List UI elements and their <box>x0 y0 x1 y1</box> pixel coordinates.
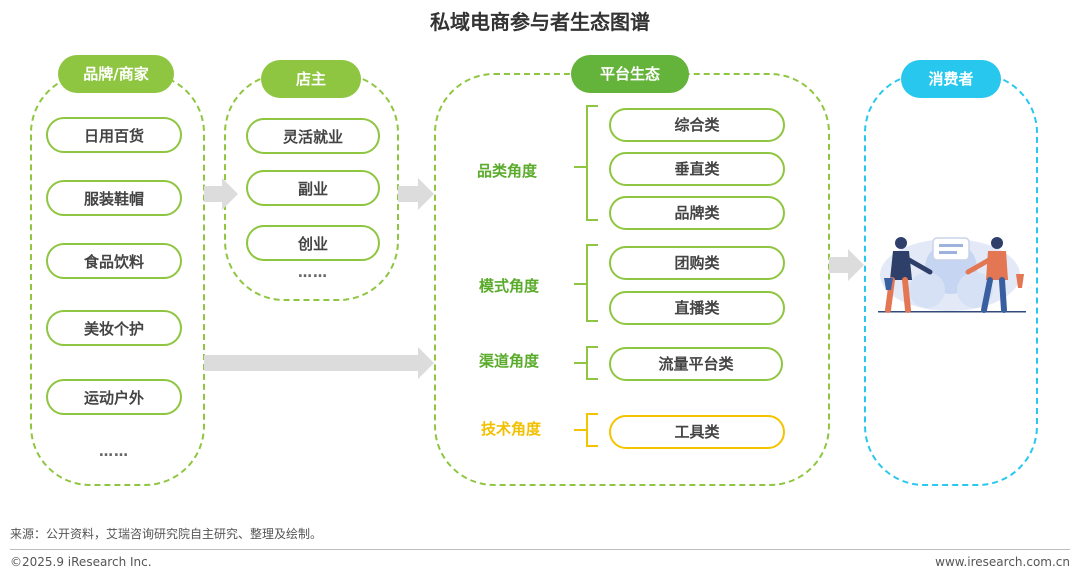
mode-bracket <box>586 244 598 322</box>
brand-item-beauty: 美妆个护 <box>46 310 182 346</box>
brand-item-apparel: 服装鞋帽 <box>46 180 182 216</box>
shop-more: …… <box>298 265 328 281</box>
channel-bracket <box>586 346 598 380</box>
tech-bracket <box>586 413 598 447</box>
tech-bracket-tick <box>574 429 586 431</box>
channel-bracket-tick <box>574 362 586 364</box>
source-note: 来源：公开资料，艾瑞咨询研究院自主研究、整理及绘制。 <box>10 527 323 541</box>
arrow-platform-to-consumer <box>829 249 864 281</box>
category-bracket <box>586 105 598 221</box>
shop-header: 店主 <box>261 60 361 98</box>
category-item-general: 综合类 <box>609 108 785 142</box>
mode-item-groupbuy: 团购类 <box>609 246 785 280</box>
category-item-brand: 品牌类 <box>609 196 785 230</box>
diagram-title: 私域电商参与者生态图谱 <box>430 10 650 34</box>
category-bracket-tick <box>574 166 586 168</box>
brand-header: 品牌/商家 <box>58 55 174 93</box>
brand-item-daily: 日用百货 <box>46 117 182 153</box>
shop-item-side: 副业 <box>246 170 380 206</box>
footer-divider <box>10 549 1070 550</box>
mode-item-live: 直播类 <box>609 291 785 325</box>
arrow-brand-to-platform <box>204 347 434 379</box>
category-angle-label: 品类角度 <box>477 162 538 180</box>
website: www.iresearch.com.cn <box>935 555 1070 569</box>
tech-item-tools: 工具类 <box>609 415 785 449</box>
consumer-header: 消费者 <box>901 60 1001 98</box>
brand-item-sports: 运动户外 <box>46 379 182 415</box>
shop-item-startup: 创业 <box>246 225 380 261</box>
channel-angle-label: 渠道角度 <box>479 352 540 370</box>
arrow-shop-to-platform <box>398 178 434 210</box>
handshake-illustration-icon <box>878 237 1026 313</box>
mode-bracket-tick <box>574 283 586 285</box>
platform-header: 平台生态 <box>571 55 689 93</box>
brand-item-food: 食品饮料 <box>46 243 182 279</box>
mode-angle-label: 模式角度 <box>479 277 540 295</box>
channel-item-traffic: 流量平台类 <box>609 347 783 381</box>
copyright: ©2025.9 iResearch Inc. <box>10 555 152 569</box>
arrow-brand-to-shop <box>204 178 238 210</box>
brand-more: …… <box>99 444 129 460</box>
tech-angle-label: 技术角度 <box>481 420 542 438</box>
category-item-vertical: 垂直类 <box>609 152 785 186</box>
shop-item-flexible: 灵活就业 <box>246 118 380 154</box>
